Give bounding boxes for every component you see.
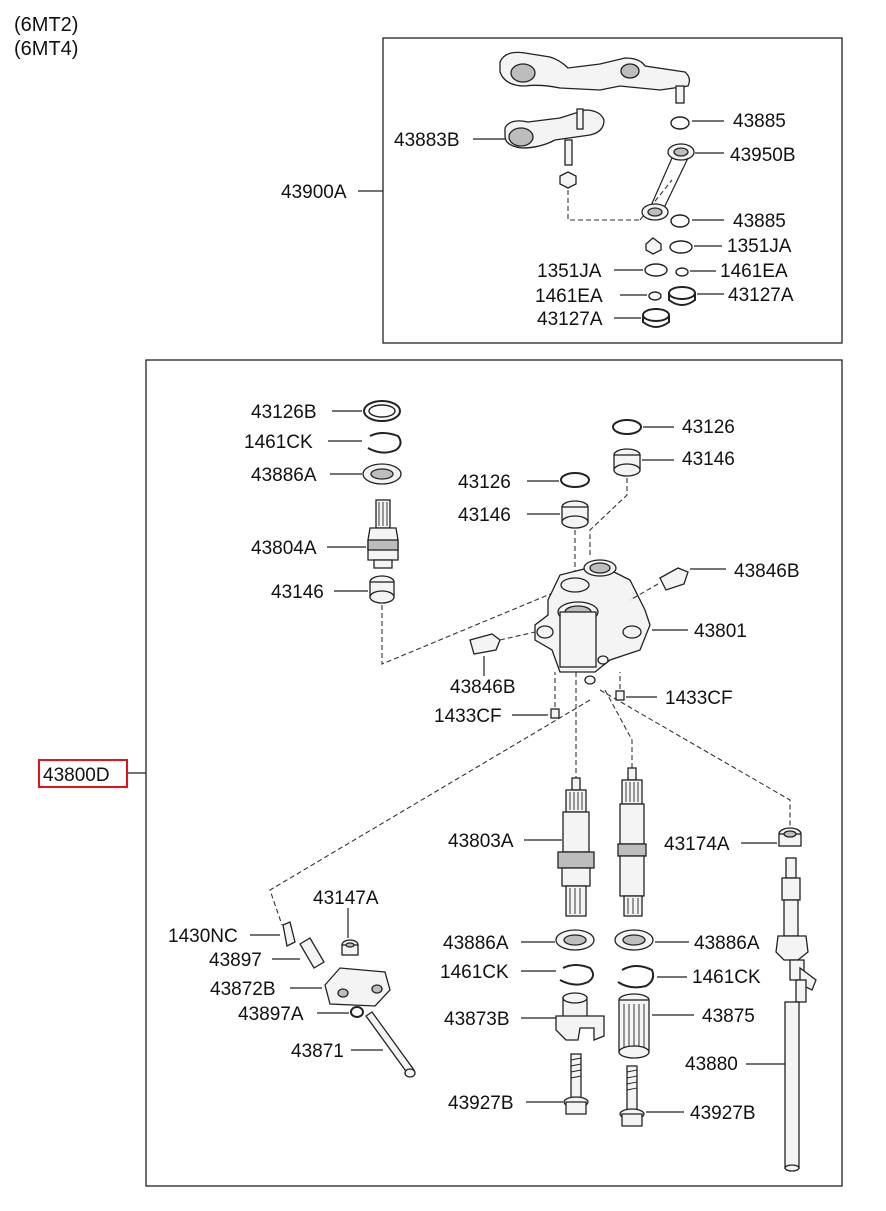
label-43126-right[interactable]: 43126 xyxy=(682,417,735,438)
label-43127a-right[interactable]: 43127A xyxy=(728,285,794,306)
shaft-43803a xyxy=(557,777,595,917)
label-1433cf-right[interactable]: 1433CF xyxy=(665,688,733,709)
label-43927b-left[interactable]: 43927B xyxy=(448,1093,514,1114)
washer-43885-bottom xyxy=(670,214,690,228)
label-43800d[interactable]: 43800D xyxy=(43,765,110,786)
plug-43846b-left xyxy=(469,633,501,655)
ring-43126-mid xyxy=(560,472,590,488)
bushing-43127a-left xyxy=(642,308,670,328)
shaft-right xyxy=(617,767,647,917)
label-43126b[interactable]: 43126B xyxy=(251,402,317,423)
label-43950b[interactable]: 43950B xyxy=(730,145,796,166)
label-43873b[interactable]: 43873B xyxy=(444,1009,510,1030)
bolt-43927b-right xyxy=(619,1065,645,1127)
label-43146-mid[interactable]: 43146 xyxy=(458,505,511,526)
label-43147a[interactable]: 43147A xyxy=(313,888,379,909)
label-43174a[interactable]: 43174A xyxy=(664,834,730,855)
bearing-43174a xyxy=(778,827,802,847)
gear-43875 xyxy=(618,993,650,1059)
label-43886a-right[interactable]: 43886A xyxy=(694,933,760,954)
label-1461ck-right[interactable]: 1461CK xyxy=(692,967,761,988)
label-43804a[interactable]: 43804A xyxy=(251,538,317,559)
label-43875[interactable]: 43875 xyxy=(702,1006,755,1027)
label-43803a[interactable]: 43803A xyxy=(448,831,514,852)
label-43127a-left[interactable]: 43127A xyxy=(537,309,603,330)
label-1430nc[interactable]: 1430NC xyxy=(168,926,238,947)
label-1461ea-right[interactable]: 1461EA xyxy=(720,261,788,282)
plug-43846b-right xyxy=(659,567,689,591)
circlip-1461ck-top xyxy=(367,432,402,454)
pin-43897 xyxy=(299,937,325,969)
label-43900a[interactable]: 43900A xyxy=(281,182,347,203)
bushing-43127a-right xyxy=(668,286,696,306)
label-43885-bottom[interactable]: 43885 xyxy=(733,211,786,232)
clip-1461ea-left xyxy=(648,291,662,301)
clip-1461ea-right xyxy=(675,267,689,277)
label-43126-mid[interactable]: 43126 xyxy=(458,472,511,493)
dowel-1433cf-right xyxy=(615,690,625,701)
label-43846b-right[interactable]: 43846B xyxy=(734,561,800,582)
label-43880[interactable]: 43880 xyxy=(685,1054,738,1075)
model-code-2: (6MT4) xyxy=(14,38,79,60)
bracket-43872b xyxy=(324,967,391,1007)
label-1433cf-left[interactable]: 1433CF xyxy=(434,706,502,727)
label-43897[interactable]: 43897 xyxy=(209,950,262,971)
label-43883b[interactable]: 43883B xyxy=(394,130,460,151)
pin-43897a xyxy=(350,1006,364,1018)
bearing-43886a-left xyxy=(555,929,595,951)
needle-bearing-43146-left xyxy=(369,575,395,604)
pin-1430nc xyxy=(282,921,296,947)
washer-1351ja-right xyxy=(669,240,693,254)
highlight-43800d xyxy=(38,759,128,788)
housing-43801 xyxy=(534,559,651,685)
label-1461ck-top[interactable]: 1461CK xyxy=(244,432,313,453)
bolt-43927b-left xyxy=(563,1053,589,1115)
shift-lever-43883b xyxy=(504,108,605,166)
label-43927b-right[interactable]: 43927B xyxy=(690,1103,756,1124)
dowel-1433cf-left xyxy=(550,708,560,719)
needle-bearing-43146-right xyxy=(613,448,641,477)
ring-43126-right xyxy=(612,419,642,435)
shift-rod-43880 xyxy=(775,857,817,1172)
washer-1351ja-left xyxy=(644,263,668,277)
bearing-43886a-right xyxy=(614,929,654,951)
model-code-1: (6MT2) xyxy=(14,14,79,36)
label-1461ea-left[interactable]: 1461EA xyxy=(535,286,603,307)
pin-43871 xyxy=(365,1011,416,1078)
washer-43885-top xyxy=(670,116,690,130)
label-43146-right[interactable]: 43146 xyxy=(682,449,735,470)
bearing-43886a-top xyxy=(362,463,402,485)
shift-lever-upper xyxy=(499,51,691,104)
circlip-1461ck-right xyxy=(617,965,655,989)
label-1461ck-left[interactable]: 1461CK xyxy=(440,962,509,983)
label-43146-left[interactable]: 43146 xyxy=(271,582,324,603)
label-1351ja-left[interactable]: 1351JA xyxy=(537,261,602,282)
shaft-43804a xyxy=(367,499,399,569)
label-43846b-left[interactable]: 43846B xyxy=(450,677,516,698)
needle-bearing-43146-mid xyxy=(561,500,589,529)
nut-part xyxy=(559,171,577,189)
label-43897a[interactable]: 43897A xyxy=(238,1004,304,1025)
label-43886a-left[interactable]: 43886A xyxy=(443,933,509,954)
roller-43147a xyxy=(341,939,359,956)
circlip-1461ck-left xyxy=(559,964,594,986)
label-43886a-top[interactable]: 43886A xyxy=(251,465,317,486)
label-43885-top[interactable]: 43885 xyxy=(733,111,786,132)
label-43871[interactable]: 43871 xyxy=(291,1041,344,1062)
ring-43126b xyxy=(363,400,401,422)
label-43801[interactable]: 43801 xyxy=(694,621,747,642)
label-43872b[interactable]: 43872B xyxy=(210,979,276,1000)
label-1351ja-right[interactable]: 1351JA xyxy=(727,236,792,257)
link-rod-43950b xyxy=(641,143,695,221)
gear-43873b xyxy=(555,992,605,1041)
